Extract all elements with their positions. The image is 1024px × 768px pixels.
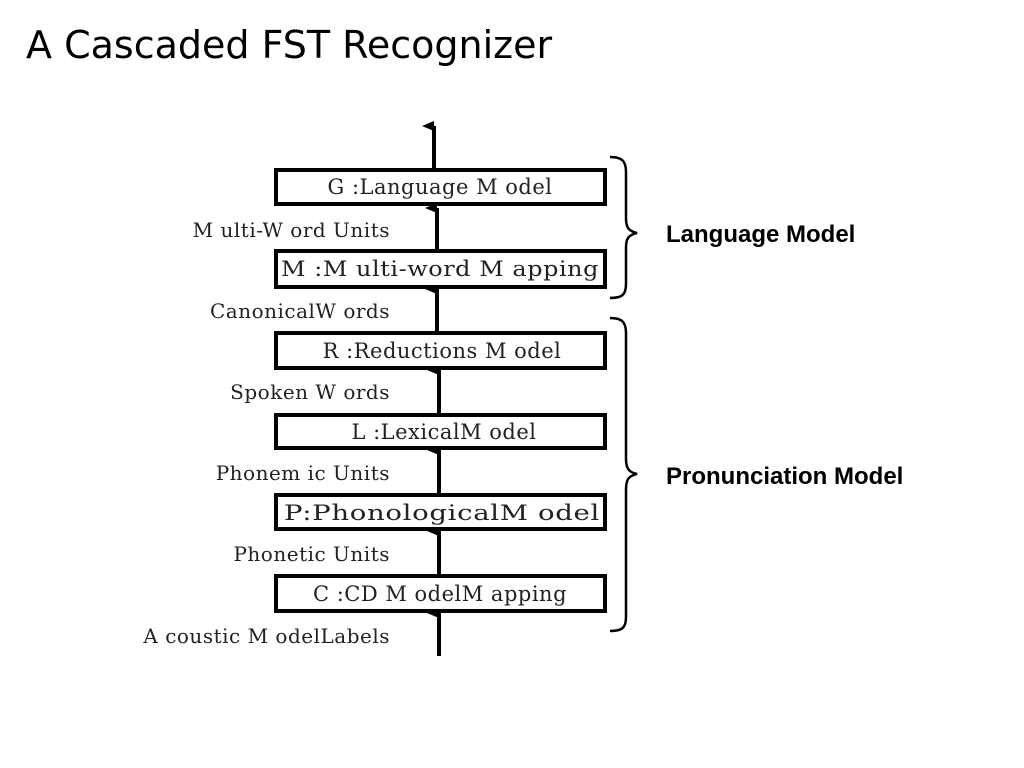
stage-box-g: G :Language M odel — [274, 168, 607, 206]
stage-box-frame — [274, 249, 607, 289]
stage-box-label: L :LexicalM odel — [351, 420, 536, 444]
stage-box-label: M :M ulti-word M apping — [281, 257, 599, 281]
stage-box-frame — [274, 168, 607, 206]
stage-box-label: R :Reductions M odel — [323, 339, 562, 363]
stage-box-label: G :Language M odel — [328, 175, 553, 199]
unit-label: Phonetic Units — [233, 542, 390, 566]
stage-box-p: P:PhonologicalM odel — [274, 493, 607, 531]
unit-label: A coustic M odelLabels — [142, 624, 390, 648]
unit-label: M ulti-W ord Units — [193, 218, 390, 242]
stage-box-c: C :CD M odelM apping — [274, 574, 607, 613]
slide-title: A Cascaded FST Recognizer — [26, 23, 553, 67]
connector-arrows — [422, 121, 441, 656]
stage-box-r: R :Reductions M odel — [274, 331, 607, 370]
pronunciation-model-brace — [609, 316, 638, 633]
stage-box-frame — [274, 331, 607, 370]
pronunciation-model-label: Pronunciation Model — [666, 463, 903, 490]
stage-box-label: C :CD M odelM apping — [313, 582, 567, 606]
language-model-label: Language Model — [666, 221, 855, 248]
stage-box-l: L :LexicalM odel — [274, 413, 607, 450]
unit-label: CanonicalW ords — [210, 299, 390, 323]
stage-box-frame — [274, 493, 607, 531]
language-model-brace — [609, 155, 638, 300]
stage-box-frame — [274, 413, 607, 450]
unit-label: Spoken W ords — [230, 380, 390, 404]
unit-label: Phonem ic Units — [216, 461, 390, 485]
stage-box-m: M :M ulti-word M apping — [274, 249, 607, 289]
unit-labels: M ulti-W ord Units CanonicalW ords Spoke… — [142, 218, 390, 648]
stage-box-frame — [274, 574, 607, 613]
stage-box-label: P:PhonologicalM odel — [284, 501, 600, 525]
